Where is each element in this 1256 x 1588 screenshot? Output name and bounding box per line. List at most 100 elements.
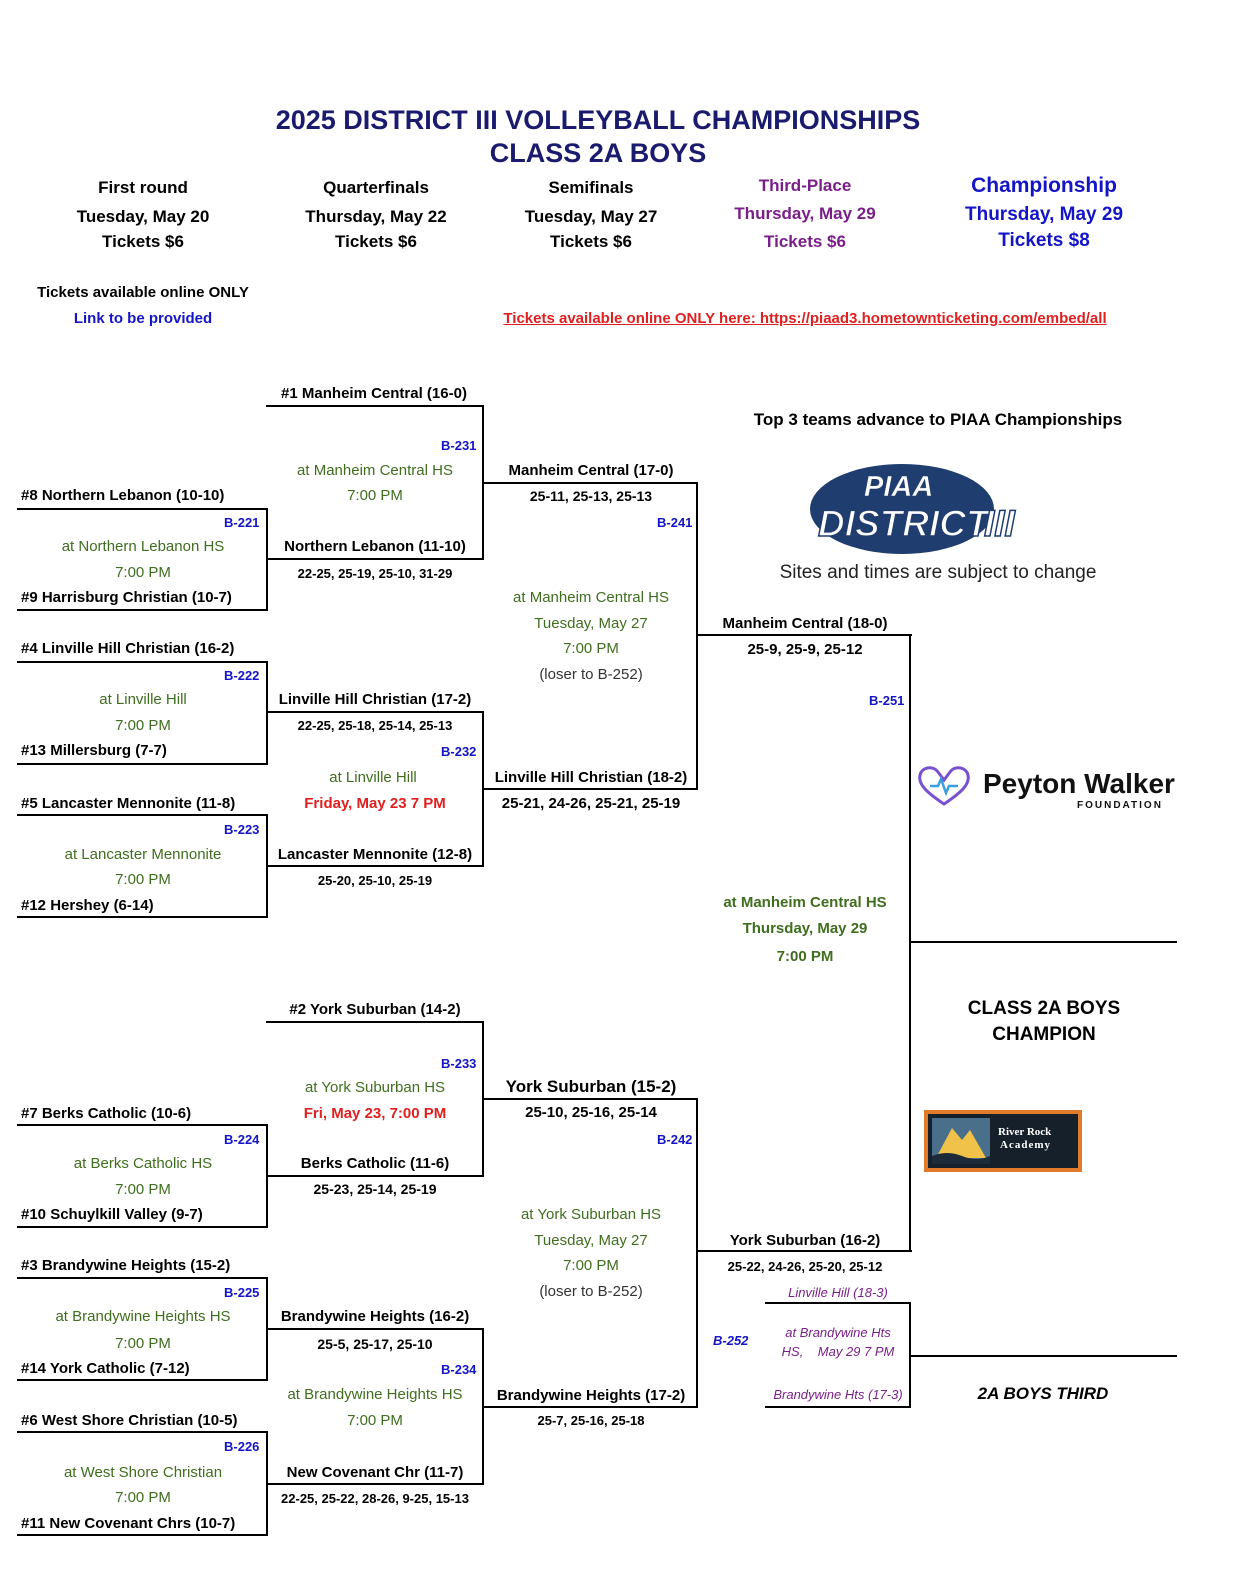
- team-entry: #14 York Catholic (7-12): [21, 1360, 190, 1377]
- bracket-line: [482, 1098, 698, 1100]
- champion-label: CLASS 2A BOYS: [967, 998, 1121, 1019]
- page-subtitle: CLASS 2A BOYS: [489, 138, 707, 168]
- game-score: 25-21, 24-26, 25-21, 25-19: [501, 795, 681, 812]
- game-score: 22-25, 25-22, 28-26, 9-25, 15-13: [281, 1491, 469, 1506]
- game-id: B-242: [657, 1132, 693, 1147]
- round-name: Semifinals: [548, 178, 634, 197]
- bracket-line: [266, 558, 484, 560]
- round-date: Thursday, May 29: [964, 204, 1124, 225]
- game-score: 25-9, 25-9, 25-12: [747, 641, 863, 658]
- bracket-line: [17, 609, 268, 611]
- game-id: B-231: [441, 438, 477, 453]
- round-date: Tuesday, May 20: [76, 207, 210, 226]
- bracket-line: [17, 1431, 268, 1433]
- river-rock-sub: Academy: [1000, 1139, 1051, 1151]
- peyton-walker-name: Peyton Walker: [983, 768, 1175, 799]
- game-score: 25-20, 25-10, 25-19: [317, 873, 433, 888]
- team-entry: #2 York Suburban (14-2): [289, 1001, 461, 1018]
- game-id: B-234: [441, 1362, 477, 1377]
- game-id: B-223: [224, 822, 260, 837]
- champion-label: CHAMPION: [992, 1024, 1096, 1045]
- game-time: 7:00 PM: [563, 1257, 619, 1274]
- bracket-line: [17, 763, 268, 765]
- round-name: Quarterfinals: [323, 178, 429, 197]
- bracket-line: [17, 1277, 268, 1279]
- team-entry: #13 Millersburg (7-7): [21, 742, 167, 759]
- team-entry: Linville Hill Christian (17-2): [278, 691, 472, 708]
- game-time: Friday, May 23 7 PM: [304, 795, 446, 812]
- mountain-icon: [932, 1118, 990, 1164]
- game-site: at York Suburban HS: [304, 1079, 446, 1096]
- game-score: 22-25, 25-18, 25-14, 25-13: [297, 718, 453, 733]
- game-score: 25-10, 25-16, 25-14: [525, 1104, 657, 1121]
- game-site: at Manheim Central HS: [513, 589, 669, 606]
- game-site: at Brandywine Heights HS: [55, 1308, 231, 1325]
- bracket-line: [266, 405, 484, 407]
- team-entry: York Suburban (16-2): [729, 1232, 881, 1249]
- round-date: Tuesday, May 27: [524, 207, 658, 226]
- game-date: Thursday, May 29: [742, 920, 868, 937]
- game-site: at West Shore Christian: [63, 1464, 223, 1481]
- bracket-line: [266, 1175, 484, 1177]
- advance-note: Top 3 teams advance to PIAA Championship…: [753, 410, 1123, 429]
- game-time: 7:00 PM: [347, 1412, 403, 1429]
- game-time: 7:00 PM: [347, 487, 403, 504]
- tickets-note: Tickets available online ONLY: [37, 284, 249, 301]
- bracket-line: [17, 814, 268, 816]
- game-note: (loser to B-252): [539, 1283, 643, 1300]
- logo-roman: III: [984, 503, 1016, 544]
- game-score: 22-25, 25-19, 25-10, 31-29: [297, 566, 453, 581]
- team-entry: #10 Schuylkill Valley (9-7): [21, 1206, 203, 1223]
- piaa-district-logo: PIAA DISTRICT III: [810, 464, 1016, 554]
- team-entry: New Covenant Chr (11-7): [286, 1464, 464, 1481]
- bracket-line: [17, 661, 268, 663]
- game-time: 7:00 PM: [115, 1335, 171, 1352]
- team-entry: #12 Hershey (6-14): [21, 897, 154, 914]
- tickets-link[interactable]: Tickets available online ONLY here: http…: [503, 310, 1107, 327]
- game-site: at Berks Catholic HS: [73, 1155, 213, 1172]
- bracket-line: [266, 661, 268, 765]
- team-entry: #1 Manheim Central (16-0): [281, 385, 467, 402]
- river-rock-name: River Rock: [998, 1126, 1052, 1138]
- game-time: 7:00 PM: [563, 640, 619, 657]
- game-id: B-222: [224, 668, 260, 683]
- bracket-line: [17, 1534, 268, 1536]
- game-site: at Linville Hill: [329, 769, 417, 786]
- team-entry: York Suburban (15-2): [505, 1077, 677, 1096]
- bracket-line: [696, 1250, 912, 1252]
- game-date: Tuesday, May 27: [534, 615, 648, 632]
- bracket-line: [765, 1406, 911, 1408]
- team-entry: #11 New Covenant Chrs (10-7): [21, 1515, 236, 1532]
- champion-line: [909, 941, 1177, 943]
- game-time: 7:00 PM: [776, 948, 834, 965]
- game-site: at York Suburban HS: [520, 1206, 662, 1223]
- logo-district: DISTRICT: [818, 503, 992, 544]
- game-time: 7:00 PM: [115, 871, 171, 888]
- game-score: 25-22, 24-26, 25-20, 25-12: [727, 1259, 883, 1274]
- bracket-line: [482, 482, 698, 484]
- bracket-line: [765, 1302, 911, 1304]
- game-time: 7:00 PM: [115, 1181, 171, 1198]
- bracket-line: [17, 1226, 268, 1228]
- bracket-line: [909, 634, 911, 1252]
- game-site: at Manheim Central HS: [723, 894, 887, 911]
- game-id: B-252: [713, 1333, 749, 1348]
- team-entry: #9 Harrisburg Christian (10-7): [21, 589, 232, 606]
- team-entry: Lancaster Mennonite (12-8): [277, 846, 473, 863]
- bracket-line: [696, 482, 698, 790]
- bracket-line: [266, 1328, 484, 1330]
- game-score: 25-5, 25-17, 25-10: [317, 1336, 433, 1352]
- game-site: at Linville Hill: [99, 691, 187, 708]
- round-name: Third-Place: [758, 176, 852, 195]
- bracket-line: [266, 1483, 484, 1485]
- game-id: B-232: [441, 744, 477, 759]
- game-site: at Northern Lebanon HS: [61, 538, 225, 555]
- bracket-line: [482, 1406, 698, 1408]
- third-place-label: 2A BOYS THIRD: [977, 1384, 1109, 1403]
- game-site: at Brandywine Hts: [785, 1325, 891, 1340]
- bracket-line: [266, 1021, 484, 1023]
- game-score: 25-7, 25-16, 25-18: [537, 1413, 645, 1428]
- page-title: 2025 DISTRICT III VOLLEYBALL CHAMPIONSHI…: [275, 105, 921, 135]
- river-rock-logo: River Rock Academy: [924, 1110, 1082, 1172]
- game-id: B-225: [224, 1285, 260, 1300]
